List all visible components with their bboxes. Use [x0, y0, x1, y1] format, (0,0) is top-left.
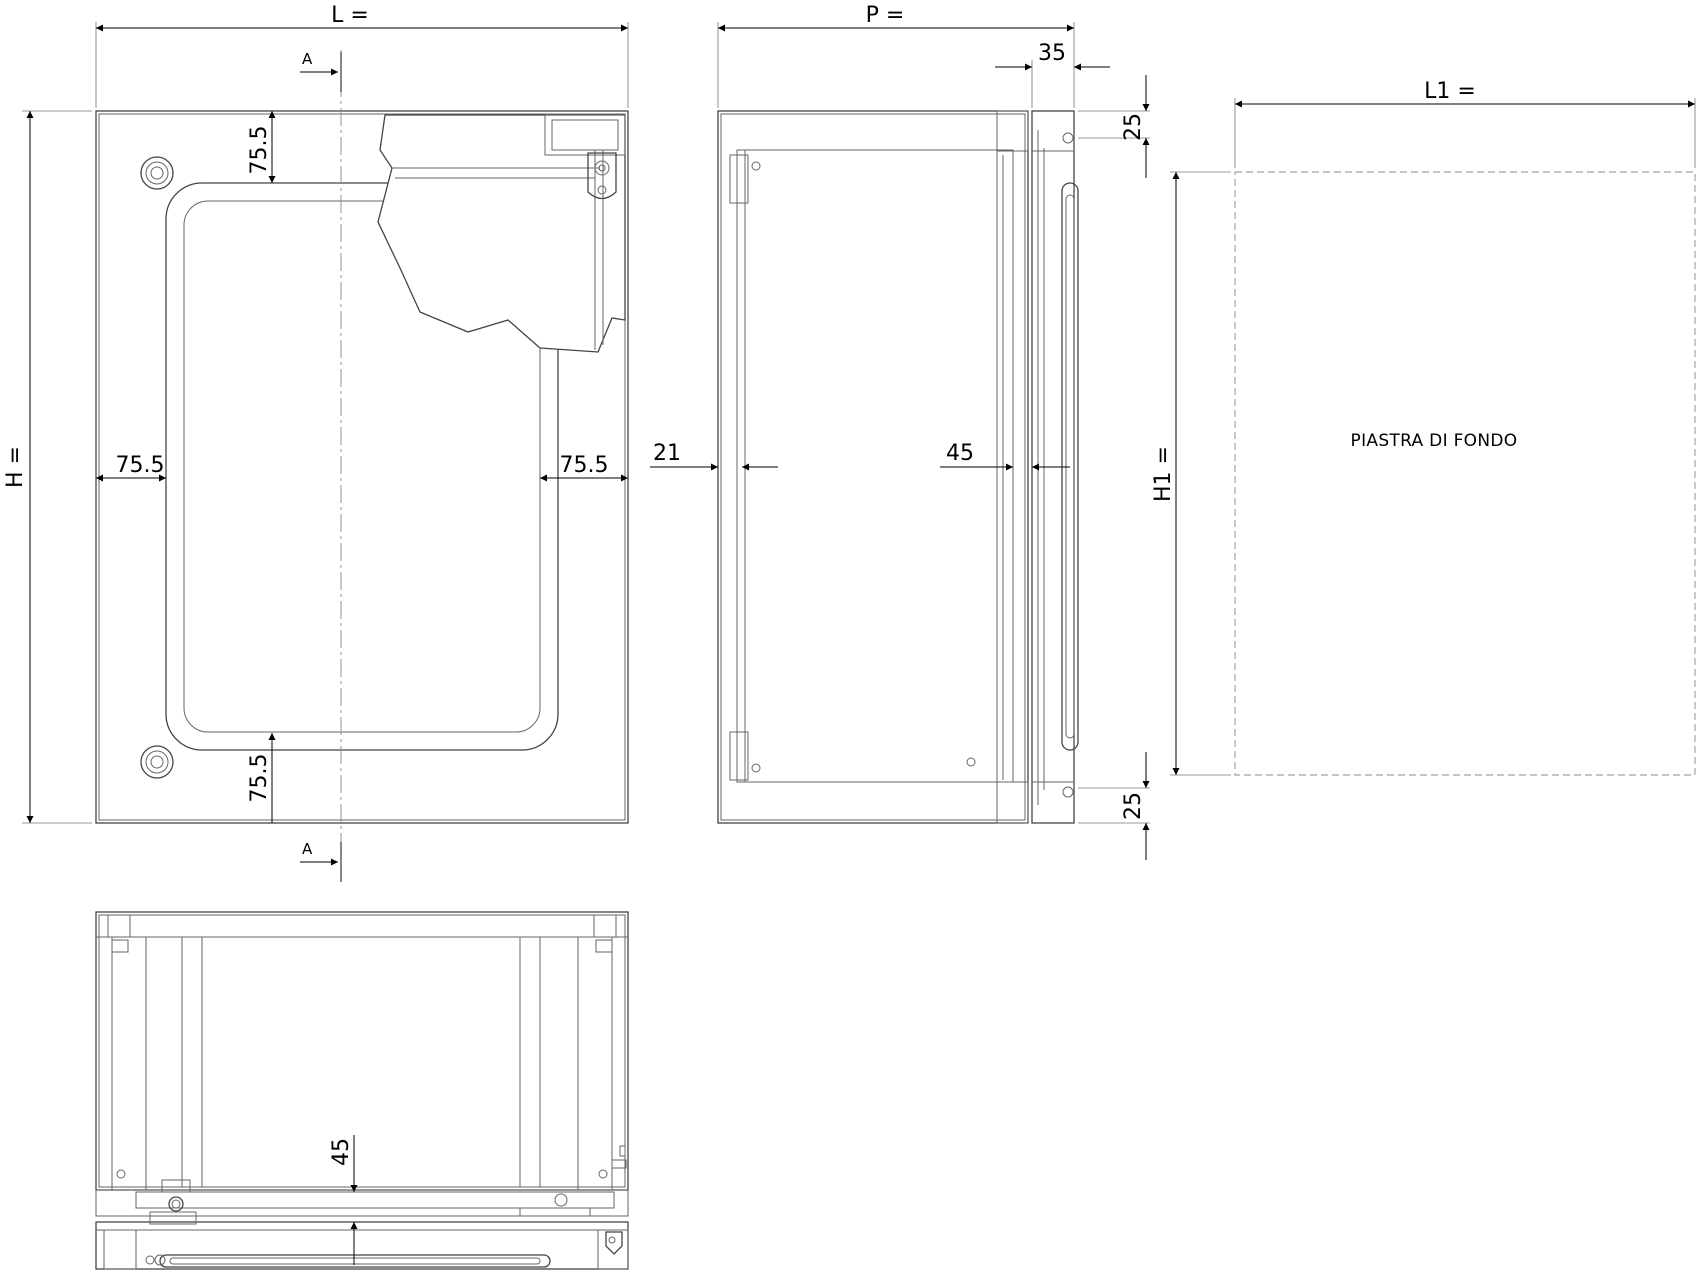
- door-handle-top: [159, 1254, 551, 1268]
- latch-lock: [587, 152, 617, 200]
- section-label-bottom: A: [302, 840, 313, 858]
- label-height: H =: [3, 446, 28, 488]
- dimension-bottom-offset: 25: [1078, 752, 1150, 860]
- latch-hardware-top: [605, 1231, 623, 1255]
- top-body-outline: [95, 911, 629, 1191]
- label-top-offset: 25: [1121, 113, 1146, 141]
- label-plate-offset: 21: [653, 441, 681, 466]
- dimension-plate-offset: 21: [650, 441, 778, 471]
- label-bottom-margin: 75.5: [247, 754, 272, 803]
- front-enclosure-outline: [95, 110, 629, 824]
- front-view: A A L = H = 75.5 75.5: [3, 3, 629, 882]
- rail-right: [519, 936, 541, 1188]
- label-plate-to-door: 45: [946, 441, 974, 466]
- dimension-door-gap: 45: [329, 1135, 358, 1265]
- dimension-left-margin: 75.5: [96, 453, 166, 482]
- hinge-hardware: [145, 1179, 197, 1266]
- dimension-top-offset: 25: [1078, 75, 1150, 178]
- dimension-plate-to-door: 45: [940, 441, 1070, 471]
- dimension-door-depth: 35: [995, 41, 1110, 108]
- plate-label: PIASTRA DI FONDO: [1351, 431, 1518, 451]
- dimension-plate-height: H1 =: [1151, 171, 1231, 776]
- dimension-width: L =: [95, 3, 629, 108]
- side-view: P = 35 25 25 21: [650, 3, 1150, 860]
- label-bottom-offset: 25: [1121, 792, 1146, 820]
- cutaway-region: [377, 114, 626, 353]
- door-frame-outer: [165, 182, 559, 751]
- section-label-top: A: [302, 50, 313, 68]
- mounting-plate-outline: [1234, 171, 1696, 776]
- label-plate-width: L1 =: [1424, 79, 1476, 104]
- label-door-gap: 45: [329, 1138, 354, 1166]
- label-top-margin: 75.5: [247, 126, 272, 175]
- dimension-right-margin: 75.5: [540, 453, 628, 482]
- top-view: 45: [95, 911, 629, 1270]
- label-right-margin: 75.5: [560, 453, 609, 478]
- section-marker-bottom: A: [300, 840, 342, 882]
- dimension-height: H =: [3, 110, 92, 824]
- dimension-plate-width: L1 =: [1234, 79, 1696, 168]
- plate-bar-top: [135, 1191, 615, 1209]
- door-top-outline: [95, 1221, 629, 1270]
- label-depth: P =: [866, 3, 905, 28]
- hinge-bottom: [140, 745, 174, 779]
- hinge-top: [140, 156, 174, 190]
- label-width: L =: [331, 3, 369, 28]
- dimension-top-margin: 75.5: [247, 111, 276, 183]
- plate-view: L1 = H1 = PIASTRA DI FONDO: [1151, 79, 1696, 776]
- label-left-margin: 75.5: [116, 453, 165, 478]
- dimension-depth: P =: [717, 3, 1075, 108]
- section-marker-top: A: [300, 50, 342, 92]
- label-plate-height: H1 =: [1151, 446, 1176, 502]
- dimension-bottom-margin: 75.5: [247, 733, 276, 823]
- mounting-plate-side: [736, 149, 1014, 783]
- rail-left: [181, 936, 203, 1188]
- door-frame-inner: [183, 200, 541, 733]
- label-door-depth: 35: [1038, 41, 1066, 66]
